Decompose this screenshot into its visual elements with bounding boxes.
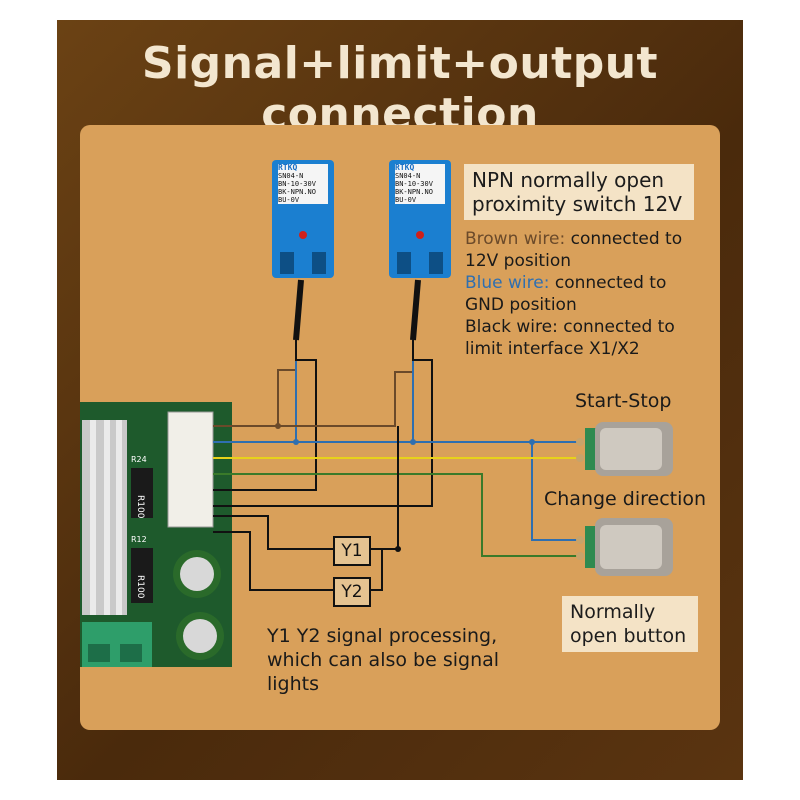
resistor-label-1: R100 <box>135 495 145 519</box>
y1-box: Y1 <box>333 536 371 566</box>
y1-return <box>369 426 399 550</box>
y1-wire <box>213 515 335 550</box>
wire-connector <box>167 411 214 528</box>
button-note: Normally open button <box>562 596 698 652</box>
start-stop-label: Start-Stop <box>575 390 672 412</box>
green-wire <box>213 473 580 557</box>
r12-label: R12 <box>131 535 147 544</box>
proximity-sensor-1: RTKQ SN04-N BN-10-30V BK-NPN.NO BU-0V <box>272 160 334 278</box>
y2-box: Y2 <box>333 577 371 607</box>
y2-wire <box>213 531 335 591</box>
brown-wire-desc: Brown wire: connected to 12V position <box>465 229 683 271</box>
y2-return <box>369 549 383 591</box>
blue-gnd-branch <box>531 442 580 541</box>
proximity-sensor-2: RTKQ SN04-N BN-10-30V BK-NPN.NO BU-0V <box>389 160 451 278</box>
start-stop-button <box>576 422 673 476</box>
resistor-r100-a <box>131 468 153 518</box>
resistor-label-2: R100 <box>135 575 145 599</box>
sensor-note: NPN normally open proximity switch 12V <box>464 164 694 220</box>
change-direction-button <box>576 518 673 576</box>
sensor1-label: RTKQ SN04-N BN-10-30V BK-NPN.NO BU-0V <box>278 164 328 204</box>
sensor2-wires <box>213 340 433 507</box>
resistor-r100-b <box>131 548 153 603</box>
sensor1-cable <box>293 279 304 341</box>
change-direction-label: Change direction <box>544 488 707 510</box>
r24-label: R24 <box>131 455 147 464</box>
sensor2-cable <box>410 279 421 341</box>
signal-note: Y1 Y2 signal processing, which can also … <box>267 625 500 695</box>
black-wire-desc: Black wire: connected to limit interface… <box>465 317 675 359</box>
wire-descriptions: Brown wire: connected to 12V position Bl… <box>465 228 705 360</box>
blue-wire-desc: Blue wire: connected to GND position <box>465 273 667 315</box>
sensor2-label: RTKQ SN04-N BN-10-30V BK-NPN.NO BU-0V <box>395 164 445 204</box>
controller-board <box>80 402 232 667</box>
